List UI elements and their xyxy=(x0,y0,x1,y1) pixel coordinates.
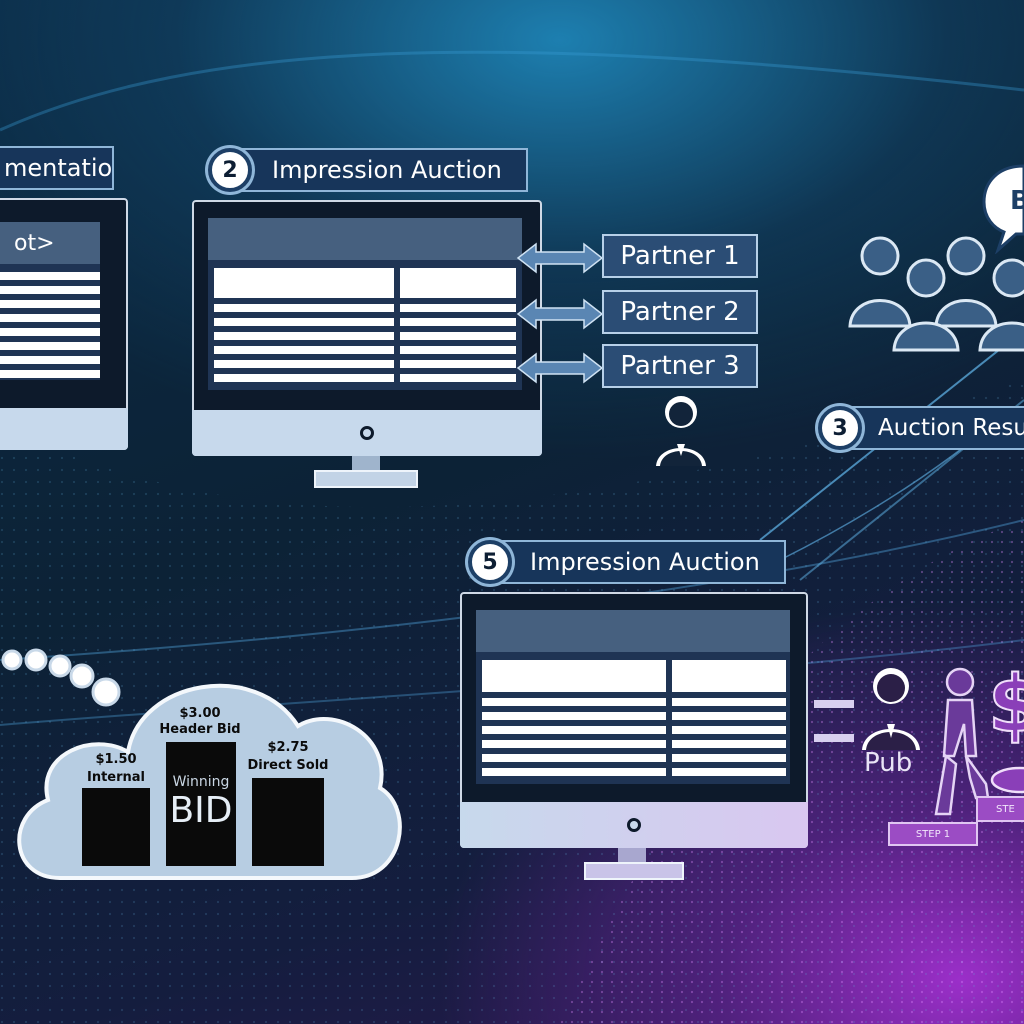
auction-monitor-top xyxy=(192,200,542,456)
auction-monitor-bottom xyxy=(460,592,808,848)
partner-2-box: Partner 2 xyxy=(602,290,758,334)
speech-bubble-icon xyxy=(982,164,1024,254)
direct-sold-value: $2.75 xyxy=(267,740,309,755)
step-5-label-text: Impression Auction xyxy=(530,548,760,576)
step-2-badge: 2 xyxy=(208,148,252,192)
step-5-badge: 5 xyxy=(468,540,512,584)
step-5-label: Impression Auction xyxy=(494,540,786,584)
speech-bubble-text: B xyxy=(1010,186,1024,216)
dollar-sign: $ xyxy=(987,659,1024,751)
connector-dash-1 xyxy=(814,700,854,708)
step-1-box: STEP 1 xyxy=(888,822,978,846)
winning-bid-bar: Winning BID xyxy=(166,742,236,866)
code-tag-text: ot> xyxy=(14,230,55,256)
header-bid-value: $3.00 xyxy=(179,706,221,721)
step-2-box: STE xyxy=(976,796,1024,822)
step-3-label-text: Auction Resu xyxy=(878,415,1024,441)
implementation-monitor: ot> xyxy=(0,198,128,450)
step-3-label: Auction Resu xyxy=(840,406,1024,450)
person-headset-icon xyxy=(656,396,706,466)
coin-icon xyxy=(990,766,1024,794)
partner-1-box: Partner 1 xyxy=(602,234,758,278)
step-2-label-text: Impression Auction xyxy=(272,156,502,184)
connector-dash-2 xyxy=(814,734,854,742)
publisher-person-icon xyxy=(862,668,920,750)
bidders-group-icon xyxy=(848,236,1024,352)
header-bid-label: Header Bid xyxy=(159,722,241,737)
partner-arrows xyxy=(516,242,604,384)
partner-3-box: Partner 3 xyxy=(602,344,758,388)
implementation-label: mentation xyxy=(0,146,114,190)
publisher-label: Pub xyxy=(864,748,913,778)
internal-label: Internal xyxy=(86,770,146,785)
step-3-badge: 3 xyxy=(818,406,862,450)
step-2-label: Impression Auction xyxy=(234,148,528,192)
climbing-person-icon xyxy=(934,667,990,816)
winning-text: Winning xyxy=(172,774,230,790)
internal-bid-bar xyxy=(82,788,150,866)
direct-sold-label: Direct Sold xyxy=(247,758,329,773)
direct-sold-bar xyxy=(252,778,324,866)
internal-value: $1.50 xyxy=(95,752,137,767)
bid-text: BID xyxy=(169,790,233,831)
implementation-label-text: mentation xyxy=(4,154,113,182)
